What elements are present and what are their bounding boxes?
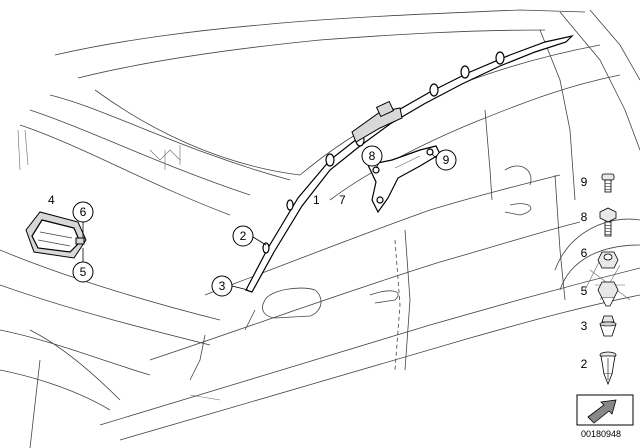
legend-item-3: 3 — [581, 315, 617, 337]
direction-arrow-box — [576, 394, 634, 426]
callout-1: 1 — [313, 193, 320, 207]
expansion-rivet-icon — [599, 351, 617, 386]
svg-text:8: 8 — [369, 149, 376, 163]
curtain-airbag — [245, 34, 574, 293]
svg-text:3: 3 — [219, 279, 226, 293]
hex-screw-icon — [597, 281, 619, 307]
bracket — [367, 145, 441, 214]
legend-item-9: 9 — [581, 173, 615, 193]
svg-text:2: 2 — [240, 229, 247, 243]
car-outline — [0, 9, 640, 448]
bolt-icon — [599, 207, 617, 237]
airbag-module — [25, 211, 87, 259]
fastener-legend: 9 8 6 5 — [576, 173, 634, 426]
legend-item-6: 6 — [581, 246, 619, 269]
svg-text:2: 2 — [581, 357, 588, 371]
svg-text:6: 6 — [581, 246, 588, 260]
screw-icon — [601, 173, 615, 193]
svg-text:6: 6 — [80, 205, 87, 219]
callout-3: 3 — [211, 275, 233, 297]
callout-8: 8 — [361, 145, 383, 167]
svg-text:8: 8 — [581, 210, 588, 224]
callout-5: 5 — [72, 261, 94, 283]
svg-text:9: 9 — [581, 175, 588, 189]
nut-icon — [597, 251, 619, 269]
svg-text:5: 5 — [80, 265, 87, 279]
svg-text:5: 5 — [581, 284, 588, 298]
callout-4: 4 — [48, 193, 55, 207]
reference-number: 00180948 — [581, 429, 621, 439]
callout-6: 6 — [72, 201, 94, 223]
legend-item-5: 5 — [581, 281, 619, 307]
callout-2: 2 — [232, 225, 254, 247]
callout-9: 9 — [435, 149, 457, 171]
arrow-icon — [587, 399, 617, 424]
callout-7: 7 — [339, 193, 346, 207]
clip-icon — [599, 315, 617, 337]
svg-text:3: 3 — [581, 319, 588, 333]
legend-item-2: 2 — [581, 351, 617, 386]
legend-item-8: 8 — [581, 207, 617, 237]
svg-text:9: 9 — [443, 153, 450, 167]
